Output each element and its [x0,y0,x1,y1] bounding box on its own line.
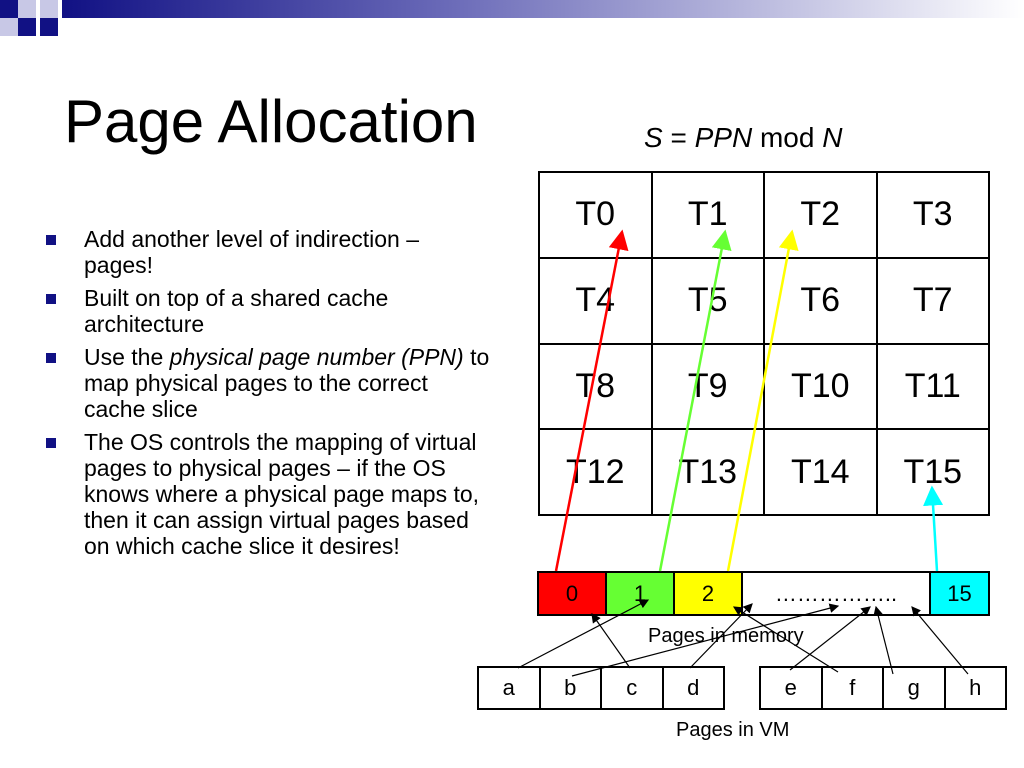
tile-cell: T13 [650,428,765,516]
tile-cell: T14 [763,428,878,516]
tile-cell: T3 [875,171,990,259]
square-bullet-icon [46,438,56,448]
tile-cell: T15 [875,428,990,516]
vm-pages-group-1: a b c d [477,666,725,710]
square-bullet-icon [46,294,56,304]
square-bullet-icon [46,235,56,245]
memory-pages-strip: 0 1 2 …………….. 15 [537,571,990,616]
tile-cell: T4 [538,256,653,345]
vm-page: b [541,668,602,708]
memory-page-2: 2 [675,573,743,614]
tile-cell: T7 [875,256,990,345]
memory-page-ellipsis: …………….. [743,573,931,614]
vm-page: d [687,675,700,700]
bullet-item: Add another level of indirection – pages… [46,226,492,278]
page-title: Page Allocation [64,88,478,155]
bullet-item: Use the physical page number (PPN) to ma… [46,344,492,422]
arrow-g-to-ellipsis [873,605,894,675]
corner-decoration [0,0,1024,40]
bullet-item: Built on top of a shared cache architect… [46,285,492,337]
memory-page-15: 15 [931,573,988,614]
tile-cell: T6 [763,256,878,345]
tile-cell: T5 [650,256,765,345]
memory-page-1: 1 [607,573,675,614]
bullet-item: The OS controls the mapping of virtual p… [46,429,492,559]
tile-cell: T9 [650,342,765,431]
vm-page: h [969,675,982,700]
formula: S = PPN mod N [644,122,843,153]
tile-cell: T12 [538,428,653,516]
memory-page-0: 0 [539,573,607,614]
tile-cell: T8 [538,342,653,431]
tile-cell: T0 [538,171,653,259]
tile-cell: T1 [650,171,765,259]
bullet-list: Add another level of indirection – pages… [46,226,492,566]
tile-grid: T0 T1 T2 T3 T4 T5 T6 T7 T8 T9 T10 T11 T1… [538,171,990,516]
vm-page: f [823,668,884,708]
arrow-c-to-page0 [591,613,631,669]
tile-cell: T2 [763,171,878,259]
tile-cell: T11 [875,342,990,431]
vm-page: c [602,668,664,708]
vm-page: g [884,668,946,708]
vm-caption: Pages in VM [676,719,790,741]
vm-page: e [761,668,823,708]
vm-pages-group-2: e f g h [759,666,1007,710]
tile-cell: T10 [763,342,878,431]
arrow-h-to-ellipsis [911,606,969,675]
vm-page: a [479,668,541,708]
square-bullet-icon [46,353,56,363]
memory-caption: Pages in memory [648,625,804,647]
